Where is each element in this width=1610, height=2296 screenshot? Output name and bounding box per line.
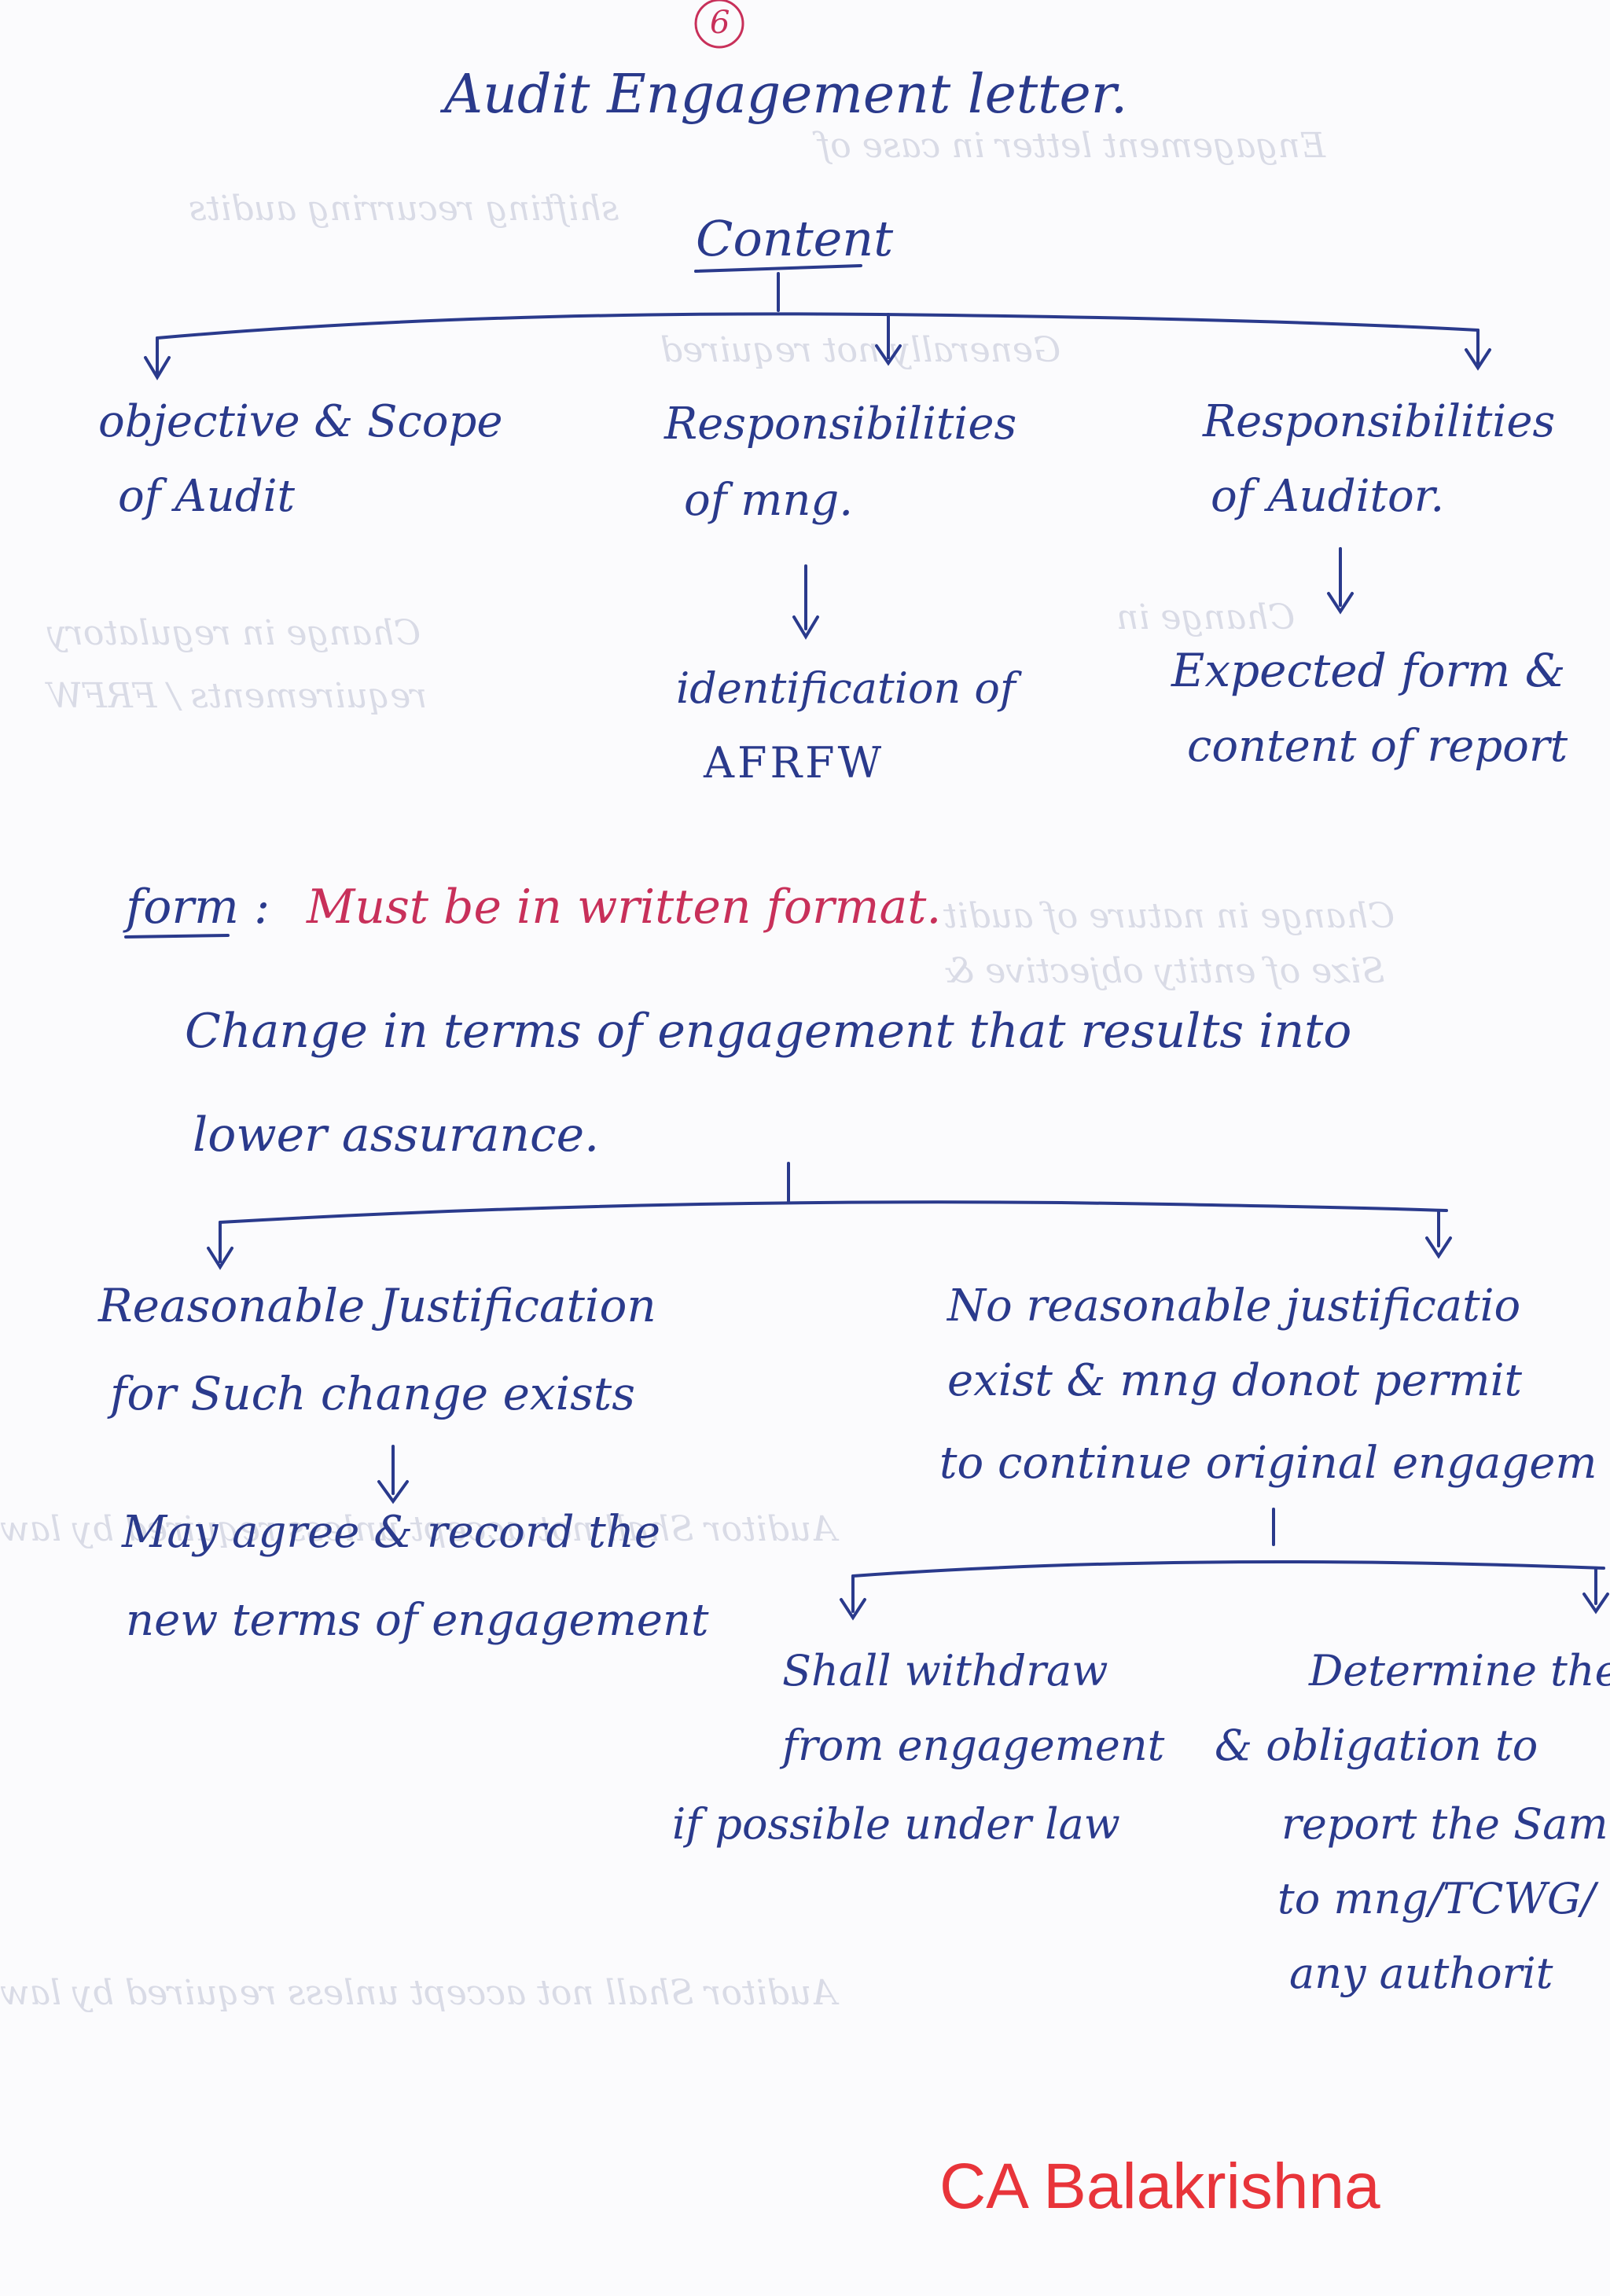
watermark: CA Balakrishna — [939, 2151, 1380, 2222]
mng-detail-line2: AFRFW — [704, 738, 885, 788]
auditor-detail-line2: content of report — [1187, 721, 1568, 772]
branch-mng-line2: of mng. — [684, 475, 854, 526]
change-line2: lower assurance. — [193, 1108, 600, 1163]
form-label: form : — [126, 880, 270, 935]
branch-objective-line1: objective & Scope — [98, 396, 503, 447]
determine-line2: & obligation to — [1215, 1721, 1538, 1770]
branch-auditor-line2: of Auditor. — [1211, 471, 1445, 522]
determine-line4: to mng/TCWG/ — [1277, 1874, 1596, 1923]
form-value: Must be in written format. — [307, 880, 942, 935]
left-case-line4: new terms of engagement — [126, 1595, 709, 1646]
branch-objective-line2: of Audit — [118, 471, 296, 522]
page-title: Audit Engagement letter. — [444, 64, 1128, 126]
determine-line1: Determine the — [1309, 1646, 1610, 1695]
page-number: 6 — [710, 5, 730, 41]
right-case-line1: No reasonable justificatio — [947, 1280, 1521, 1332]
right-case-line2: exist & mng donot permit — [947, 1355, 1523, 1406]
auditor-detail-line1: Expected form & — [1171, 644, 1566, 697]
left-case-line2: for Such change exists — [110, 1367, 635, 1420]
branch-mng-line1: Responsibilities — [664, 399, 1017, 450]
change-line1: Change in terms of engagement that resul… — [185, 1004, 1352, 1059]
determine-line3: report the Sam — [1281, 1799, 1608, 1849]
content-heading: Content — [696, 210, 894, 267]
withdraw-line3: if possible under law — [672, 1799, 1120, 1849]
withdraw-line1: Shall withdraw — [782, 1646, 1108, 1695]
right-case-line3: to continue original engagem — [939, 1438, 1597, 1489]
determine-line5: any authorit — [1289, 1949, 1553, 1998]
branch-auditor-line1: Responsibilities — [1203, 396, 1556, 447]
left-case-line3: May agree & record the — [122, 1507, 661, 1558]
left-case-line1: Reasonable Justification — [98, 1279, 656, 1332]
mng-detail-line1: identification of — [676, 663, 1016, 713]
withdraw-line2: from engagement — [782, 1721, 1165, 1770]
